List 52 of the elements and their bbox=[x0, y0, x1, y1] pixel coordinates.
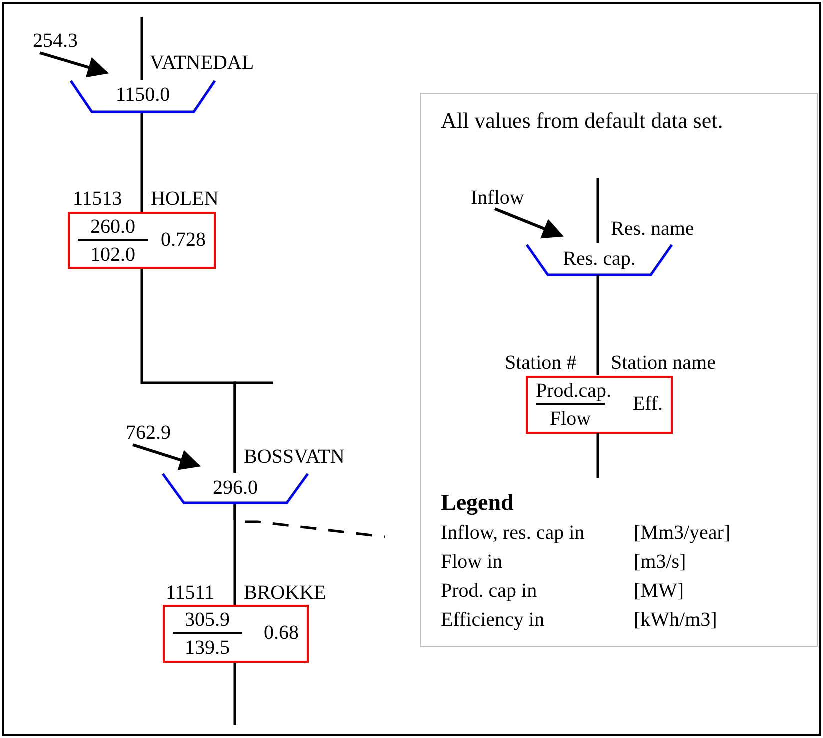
legend-unit: [Mm3/year] bbox=[634, 522, 731, 544]
flow-value: 102.0 bbox=[90, 244, 136, 266]
legend-panel bbox=[420, 93, 818, 647]
reservoir-name: VATNEDAL bbox=[150, 52, 254, 74]
station-box bbox=[526, 376, 673, 434]
legend-unit: [MW] bbox=[634, 580, 684, 602]
capacity-value: Res. cap. bbox=[562, 248, 637, 270]
flow-value: 139.5 bbox=[184, 637, 231, 659]
reservoir-trapezoid bbox=[526, 244, 673, 276]
inflow-value: 254.3 bbox=[33, 29, 91, 53]
inflow-label: Inflow bbox=[471, 186, 537, 210]
production-capacity: Prod.cap. bbox=[536, 380, 612, 402]
station-number: 11513 bbox=[73, 188, 122, 210]
inflow-arrow bbox=[132, 444, 201, 470]
connector-line bbox=[140, 17, 144, 80]
legend-quantity: Flow in bbox=[441, 551, 503, 573]
legend-quantity: Prod. cap in bbox=[441, 580, 538, 602]
connector-line bbox=[596, 275, 600, 375]
station-number-label: Station # bbox=[505, 352, 577, 374]
station-number: 11511 bbox=[166, 582, 215, 604]
reservoir-trapezoid bbox=[162, 473, 309, 504]
station-name-label: Station name bbox=[611, 352, 716, 374]
flow-value: Flow bbox=[548, 408, 592, 430]
connector-line bbox=[234, 663, 236, 725]
efficiency-value: 0.728 bbox=[161, 229, 206, 251]
station-name: HOLEN bbox=[151, 188, 219, 210]
reservoir-trapezoid bbox=[70, 80, 216, 113]
reservoir-name: BOSSVATN bbox=[244, 446, 345, 468]
connector-line bbox=[234, 382, 273, 473]
station-box bbox=[163, 605, 309, 663]
legend-quantity: Efficiency in bbox=[441, 609, 544, 631]
production-capacity: 260.0 bbox=[90, 216, 136, 238]
panel-note: All values from default data set. bbox=[441, 109, 724, 134]
efficiency-value: 0.68 bbox=[264, 622, 299, 644]
connector-line bbox=[596, 433, 600, 478]
production-capacity: 305.9 bbox=[184, 609, 231, 631]
efficiency-value: Eff. bbox=[632, 393, 663, 415]
inflow-arrow bbox=[494, 208, 564, 239]
reservoir-name-label: Res. name bbox=[611, 218, 694, 240]
connector-line bbox=[234, 504, 236, 605]
connector-line bbox=[596, 178, 600, 243]
legend-heading: Legend bbox=[441, 490, 514, 516]
inflow-value: 762.9 bbox=[126, 421, 184, 445]
connector-line bbox=[140, 113, 144, 212]
inflow-arrow bbox=[40, 52, 109, 78]
capacity-value: 296.0 bbox=[212, 477, 259, 499]
legend-quantity: Inflow, res. cap in bbox=[441, 522, 585, 544]
capacity-value: 1150.0 bbox=[114, 84, 172, 106]
legend-unit: [kWh/m3] bbox=[634, 609, 718, 631]
station-name: BROKKE bbox=[244, 582, 326, 604]
legend-unit: [m3/s] bbox=[634, 551, 686, 573]
station-box bbox=[68, 212, 216, 269]
